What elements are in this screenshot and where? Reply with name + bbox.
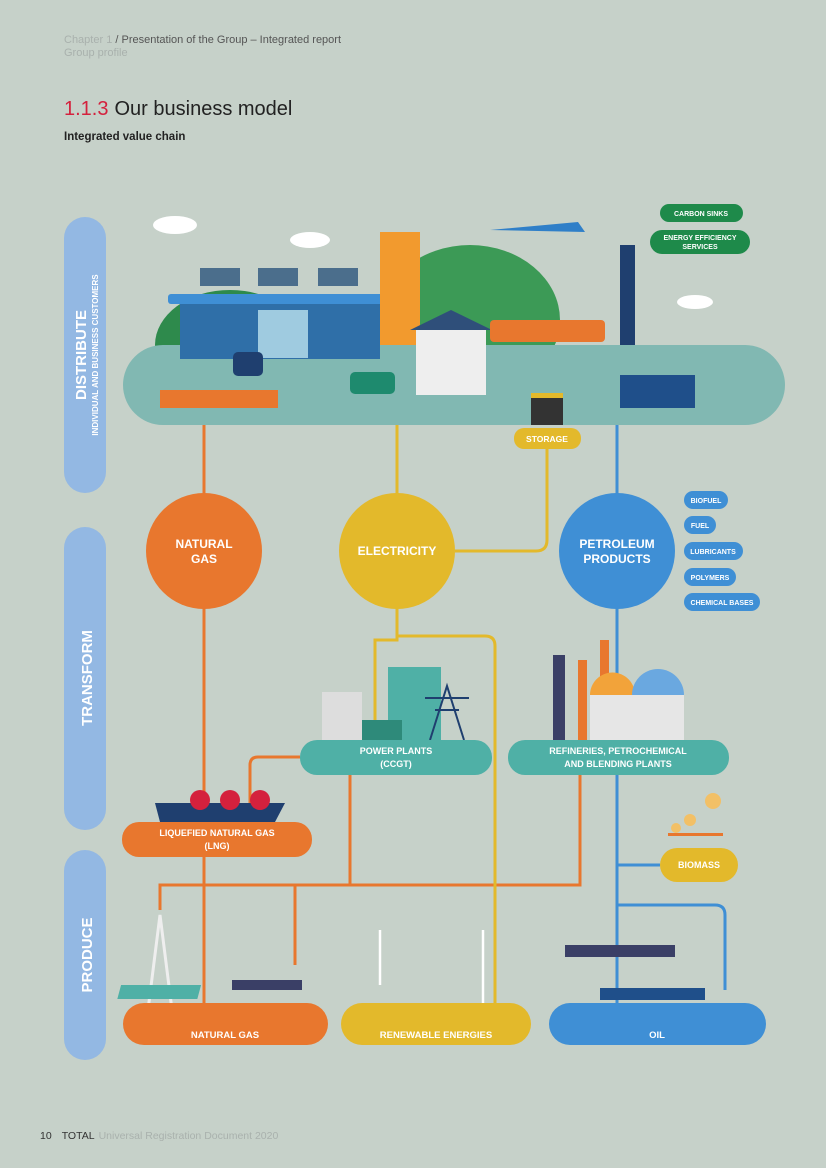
- product-biofuel: BIOFUEL: [691, 498, 722, 505]
- page-number: 10: [40, 1130, 52, 1142]
- energy-efficiency-label: ENERGY EFFICIENCY: [664, 235, 737, 242]
- product-chemical-bases: CHEMICAL BASES: [691, 600, 754, 607]
- city-scene: [123, 216, 785, 425]
- natural-gas-production-label: NATURAL GAS: [191, 1030, 259, 1041]
- product-lubricants: LUBRICANTS: [690, 549, 736, 556]
- services-tags: CARBON SINKS ENERGY EFFICIENCY SERVICES: [650, 204, 750, 254]
- hub-petroleum-line2: PRODUCTS: [583, 552, 650, 566]
- hub-petroleum: PETROLEUM PRODUCTS: [559, 493, 675, 609]
- power-plants-label: POWER PLANTS: [360, 746, 433, 756]
- hub-natural-gas: NATURAL GAS: [146, 493, 262, 609]
- title-number: 1.1.3: [64, 98, 109, 120]
- power-plants-sublabel: (CCGT): [380, 759, 412, 769]
- renewables-production-label: RENEWABLE ENERGIES: [380, 1030, 492, 1041]
- carbon-sinks-label: CARBON SINKS: [674, 211, 728, 218]
- production-natural-gas: NATURAL GAS: [123, 914, 328, 1045]
- hub-electricity-label: ELECTRICITY: [358, 544, 437, 558]
- hub-petroleum-line1: PETROLEUM: [579, 537, 654, 551]
- hub-electricity: ELECTRICITY: [339, 493, 455, 609]
- power-plants-unit: POWER PLANTS (CCGT): [300, 740, 492, 775]
- page-subtitle: Integrated value chain: [64, 131, 186, 143]
- stage-produce-label: PRODUCE: [79, 917, 96, 992]
- hub-natural-gas-line2: GAS: [191, 552, 217, 566]
- footer-brand: TOTAL: [61, 1130, 95, 1142]
- product-fuel: FUEL: [691, 523, 710, 530]
- product-polymers: POLYMERS: [691, 575, 730, 582]
- stage-distribute-sublabel: INDIVIDUAL AND BUSINESS CUSTOMERS: [91, 274, 100, 436]
- footer-doc-title: Universal Registration Document 2020: [98, 1130, 279, 1142]
- energy-services-label: SERVICES: [682, 244, 718, 251]
- lng-unit: LIQUEFIED NATURAL GAS (LNG): [122, 790, 312, 857]
- biomass-label: BIOMASS: [678, 860, 720, 870]
- stage-transform-label: TRANSFORM: [79, 630, 96, 726]
- stage-distribute: DISTRIBUTE INDIVIDUAL AND BUSINESS CUSTO…: [64, 217, 106, 493]
- stage-produce: PRODUCE: [64, 850, 106, 1060]
- refineries-unit: REFINERIES, PETROCHEMICAL AND BLENDING P…: [508, 740, 729, 775]
- refineries-sublabel: AND BLENDING PLANTS: [564, 759, 672, 769]
- production-renewables: RENEWABLE ENERGIES: [117, 930, 531, 1045]
- subsection-label: Group profile: [64, 47, 128, 59]
- refineries-label: REFINERIES, PETROCHEMICAL: [549, 746, 687, 756]
- storage-label: STORAGE: [526, 434, 568, 444]
- petroleum-product-list: BIOFUEL FUEL LUBRICANTS POLYMERS CHEMICA…: [684, 491, 760, 611]
- power-plant-illustration: [322, 667, 469, 741]
- section-label: / Presentation of the Group – Integrated…: [115, 34, 342, 46]
- title-text: Our business model: [114, 98, 293, 120]
- stage-distribute-label: DISTRIBUTE: [73, 310, 90, 400]
- lng-sublabel: (LNG): [205, 841, 230, 851]
- oil-production-label: OIL: [649, 1030, 665, 1041]
- stage-transform: TRANSFORM: [64, 527, 106, 830]
- chapter-label: Chapter 1: [64, 34, 113, 46]
- biomass-unit: BIOMASS: [660, 793, 738, 882]
- production-oil: OIL: [549, 945, 766, 1045]
- running-header: Chapter 1 / Presentation of the Group – …: [64, 34, 341, 60]
- hub-natural-gas-line1: NATURAL: [175, 537, 232, 551]
- lng-label: LIQUEFIED NATURAL GAS: [159, 828, 274, 838]
- storage: STORAGE: [514, 393, 581, 449]
- refinery-illustration: [553, 640, 684, 740]
